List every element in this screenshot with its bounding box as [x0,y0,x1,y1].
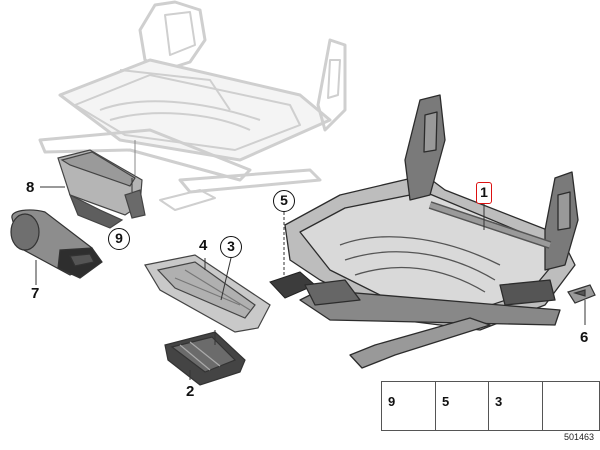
part-1-seat-frame [284,94,579,369]
leader-line [220,257,232,301]
legend-label-5: 5 [442,394,450,409]
callout-6[interactable]: 6 [580,329,589,346]
part-7-motor [10,209,103,279]
legend-divider [488,382,489,430]
fastener-legend: 9 5 3 [381,381,600,431]
part-2-bracket [164,331,246,386]
legend-divider [435,382,436,430]
part-4-panel [144,254,271,333]
callout-1[interactable]: 1 [476,182,492,204]
callout-9[interactable]: 9 [108,228,130,250]
part-8-cover [57,149,146,229]
callout-4[interactable]: 4 [199,237,208,254]
callout-8[interactable]: 8 [26,179,35,196]
diagram-id: 501463 [563,432,594,442]
ghost-seat-frame [38,0,347,211]
legend-divider [542,382,543,430]
legend-label-9: 9 [388,394,396,409]
callout-7[interactable]: 7 [31,285,40,302]
callout-3[interactable]: 3 [220,236,242,258]
callout-5[interactable]: 5 [273,190,295,212]
callout-2[interactable]: 2 [186,383,195,400]
legend-label-3: 3 [495,394,503,409]
part-6-clip [567,284,596,304]
